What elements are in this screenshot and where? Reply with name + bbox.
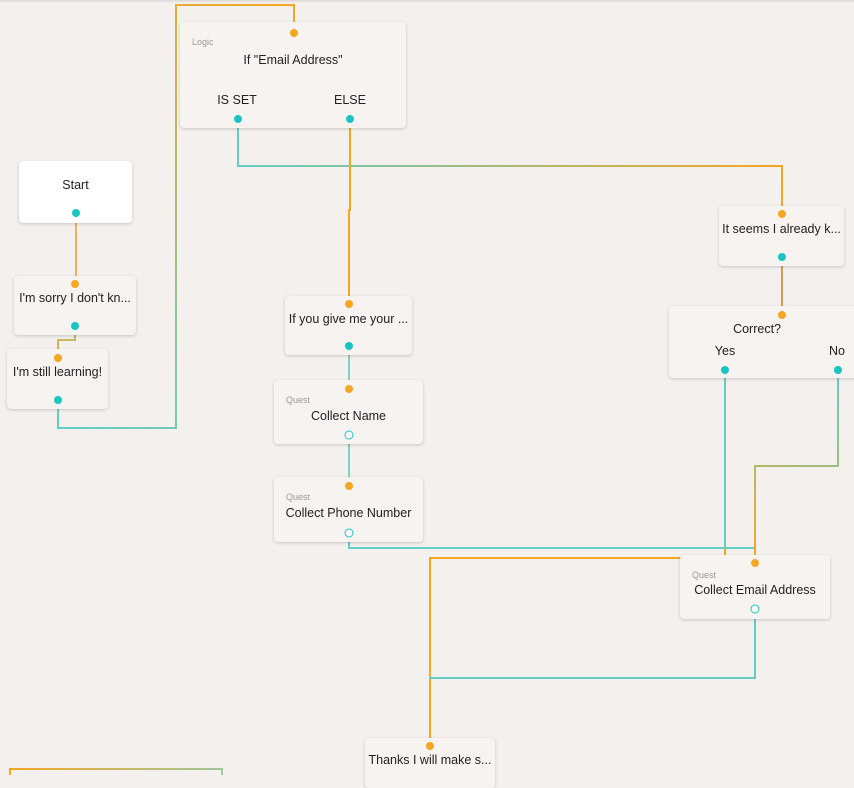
node-kind-label: Quest — [286, 395, 311, 405]
input-port[interactable] — [426, 742, 434, 750]
node-kind-label: Quest — [286, 492, 311, 502]
wire-no-to-email — [754, 370, 839, 563]
node-title: I'm sorry I don't kn... — [19, 291, 131, 305]
input-port[interactable] — [71, 280, 79, 288]
question-node-correct[interactable]: Correct? Yes No — [669, 306, 854, 378]
node-title: It seems I already k... — [722, 222, 841, 236]
branch-label-no: No — [829, 344, 845, 358]
node-kind-label: Quest — [692, 570, 717, 580]
output-port[interactable] — [71, 322, 79, 330]
output-port[interactable] — [54, 396, 62, 404]
node-title: If "Email Address" — [243, 53, 343, 67]
node-kind-label: Logic — [192, 37, 214, 47]
output-port[interactable] — [344, 528, 354, 538]
wire-learning-to-logic — [57, 4, 295, 429]
output-port[interactable] — [72, 209, 80, 217]
output-port-is-set[interactable] — [234, 115, 242, 123]
canvas-top-edge — [0, 0, 854, 3]
node-title: Collect Email Address — [694, 583, 816, 597]
branch-label-else: ELSE — [334, 93, 366, 107]
branch-label-is-set: IS SET — [217, 93, 257, 107]
wire-email-to-thanks — [430, 609, 756, 679]
input-port[interactable] — [290, 29, 298, 37]
node-title: Correct? — [733, 322, 781, 336]
node-title: Collect Phone Number — [285, 506, 412, 520]
input-port[interactable] — [751, 559, 759, 567]
output-port-else[interactable] — [346, 115, 354, 123]
wire-isset-to-seems — [237, 119, 783, 214]
node-title: If you give me your ... — [288, 312, 409, 326]
input-port[interactable] — [778, 210, 786, 218]
input-port[interactable] — [345, 385, 353, 393]
wire-else-to-give — [348, 119, 351, 304]
wire-bottom-left — [9, 768, 223, 775]
output-port[interactable] — [345, 342, 353, 350]
input-port[interactable] — [345, 300, 353, 308]
output-port[interactable] — [750, 604, 760, 614]
wire-yes-to-thanks-orange — [429, 548, 726, 746]
node-title: Collect Name — [310, 409, 387, 423]
branch-label-yes: Yes — [714, 344, 736, 358]
output-port[interactable] — [778, 253, 786, 261]
node-title: Start — [62, 178, 89, 192]
node-title: Thanks I will make s... — [368, 753, 492, 767]
node-title: I'm still learning! — [12, 365, 103, 379]
output-port-yes[interactable] — [721, 366, 729, 374]
input-port[interactable] — [778, 311, 786, 319]
input-port[interactable] — [54, 354, 62, 362]
logic-node-email[interactable]: Logic If "Email Address" IS SET ELSE — [180, 22, 406, 128]
output-port-no[interactable] — [834, 366, 842, 374]
input-port[interactable] — [345, 482, 353, 490]
output-port[interactable] — [344, 430, 354, 440]
